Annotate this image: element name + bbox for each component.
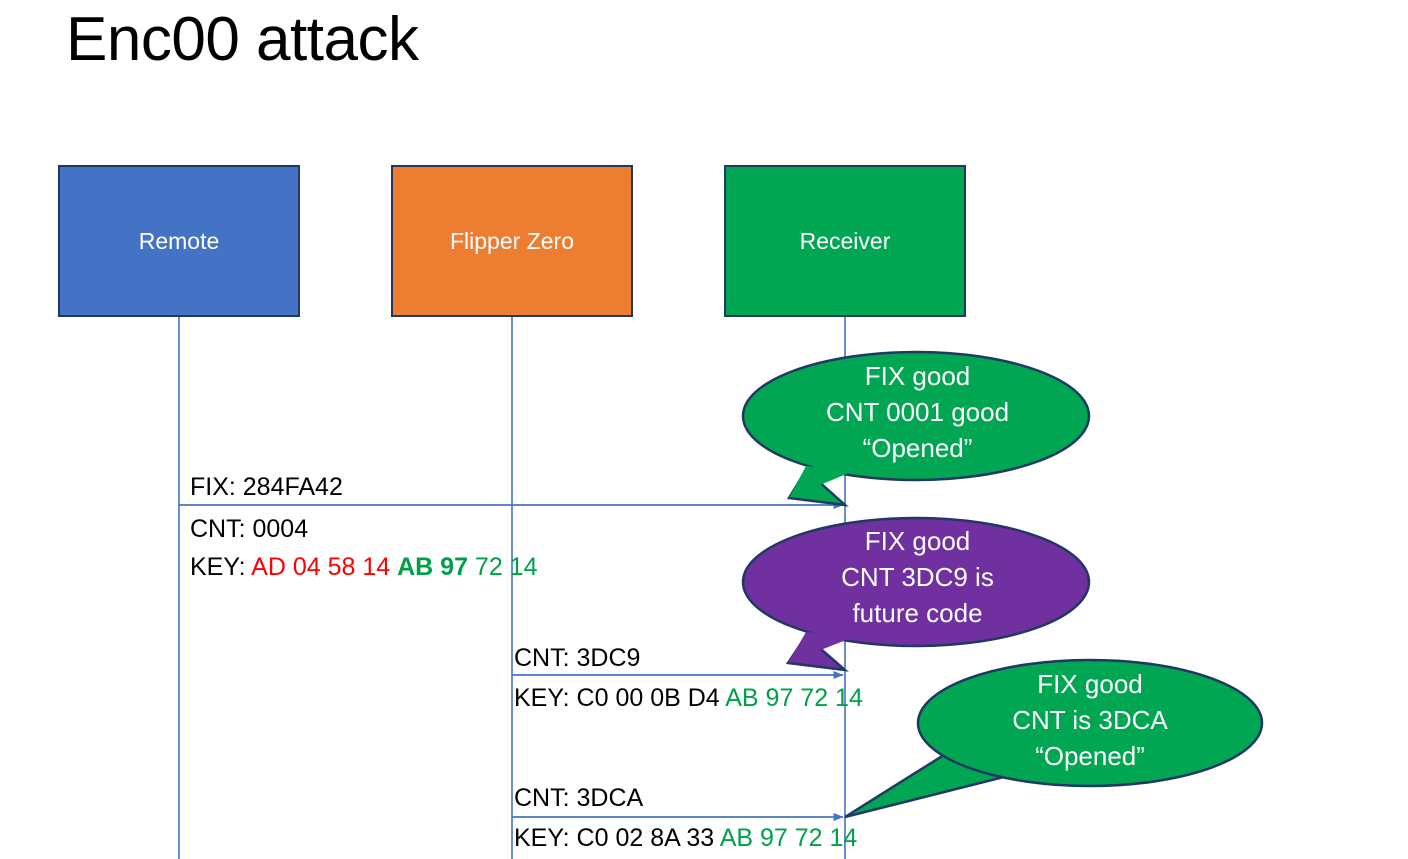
text-segment: KEY: xyxy=(190,553,252,581)
text-segment: KEY: C0 00 0B D4 xyxy=(514,684,726,712)
text-segment: 72 14 xyxy=(474,553,538,581)
message-label-cnt-3dc9: CNT: 3DC9 xyxy=(514,643,640,673)
text-segment: CNT: 3DC9 xyxy=(514,644,641,672)
callout-line: CNT is 3DCA xyxy=(1012,705,1168,735)
actor-label-flipper-zero: Flipper Zero xyxy=(450,227,574,254)
callout-line: future code xyxy=(852,598,983,628)
callout-line: CNT 0001 good xyxy=(825,397,1010,427)
text-segment: KEY: C0 02 8A 33 xyxy=(514,824,720,852)
callout-line: FIX good xyxy=(864,526,971,556)
text-segment: CNT: 0004 xyxy=(190,515,309,543)
message-label-key-3dc9: KEY: C0 00 0B D4 AB 97 72 14 xyxy=(514,683,863,713)
text-segment: AB 97 72 14 xyxy=(725,684,863,712)
callout-line: FIX good xyxy=(864,361,971,391)
message-label-cnt-3dca: CNT: 3DCA xyxy=(514,783,643,813)
actor-label-receiver: Receiver xyxy=(799,227,891,254)
message-label-key-3dca: KEY: C0 02 8A 33 AB 97 72 14 xyxy=(514,823,857,853)
callout-line: “Opened” xyxy=(1035,741,1145,771)
text-segment: CNT: 3DCA xyxy=(514,784,644,812)
actor-box-remote[interactable]: Remote xyxy=(58,165,300,317)
text-segment: AB 97 xyxy=(397,553,475,581)
message-label-cnt-0004: CNT: 0004 xyxy=(190,514,308,544)
callout-line: FIX good xyxy=(1037,669,1143,699)
actor-label-remote: Remote xyxy=(138,227,220,254)
text-segment: AD 04 58 14 xyxy=(251,553,398,581)
actor-box-flipper-zero[interactable]: Flipper Zero xyxy=(391,165,633,317)
callout-line: “Opened” xyxy=(862,433,973,463)
message-label-key-remote: KEY: AD 04 58 14 AB 97 72 14 xyxy=(190,552,537,582)
page-title: Enc00 attack xyxy=(66,5,419,74)
callout-cnt-3dc9-future xyxy=(741,516,1091,672)
actor-box-receiver[interactable]: Receiver xyxy=(724,165,966,317)
callout-line: CNT 3DC9 is xyxy=(841,562,994,592)
message-label-fix: FIX: 284FA42 xyxy=(190,472,343,502)
callout-cnt-3dca-good xyxy=(844,658,1264,819)
callout-cnt-0001-good xyxy=(741,350,1091,507)
text-segment: AB 97 72 14 xyxy=(719,824,858,852)
text-segment: FIX: 284FA42 xyxy=(190,473,343,501)
